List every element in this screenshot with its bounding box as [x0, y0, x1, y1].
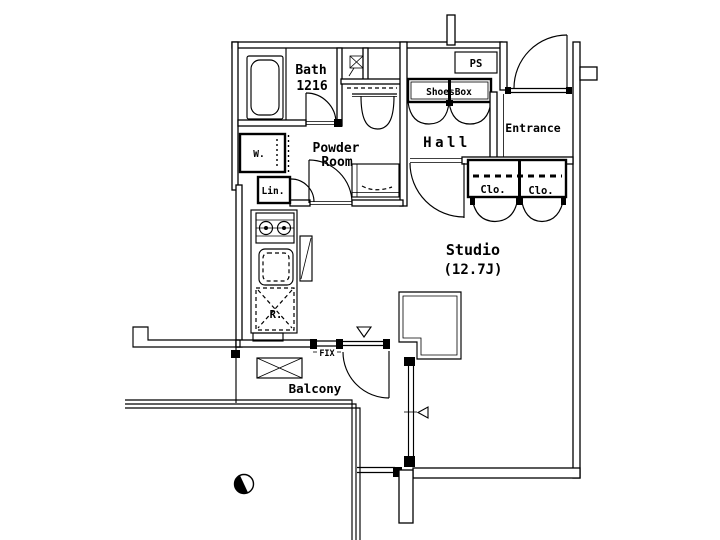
shoesbox-door-arc [448, 101, 492, 125]
closet-door-arc [471, 196, 519, 223]
window-cap [383, 339, 390, 349]
shoesbox-door-arc [407, 101, 450, 125]
wall-right [572, 41, 581, 479]
sill-cap [505, 87, 511, 94]
linen-door-arc [290, 178, 315, 203]
shoesbox-label: ShoesBox [426, 87, 472, 98]
powder-label-1: Powder [313, 141, 360, 156]
wall-left-upper [231, 41, 239, 191]
burner [276, 220, 292, 236]
compass-needle [234, 475, 249, 494]
door-jamb [334, 119, 342, 127]
linen-box [256, 175, 292, 205]
triangle-left-marker [416, 406, 429, 419]
bath-bottom-wall [237, 119, 307, 127]
hall-entrance: PS ShoesBox Hall Entrance [406, 51, 574, 165]
fridge-space [255, 287, 295, 331]
window-cap [404, 357, 415, 366]
south-windows: FIX [310, 339, 390, 399]
studio-door-arc [409, 162, 465, 218]
balcony-divider-wall [398, 469, 414, 524]
powder-bottom-wall [289, 199, 311, 207]
wall-top [231, 41, 503, 49]
compass [233, 473, 255, 495]
window-cap [404, 456, 415, 467]
window-cap [310, 339, 317, 349]
bathtub-inner [250, 59, 280, 116]
hall-entrance-wall [489, 91, 498, 161]
washer-label: W. [253, 149, 264, 160]
ps-label: PS [470, 58, 483, 70]
balcony-label: Balcony [289, 381, 342, 396]
balcony: Balcony [125, 326, 414, 540]
laundry-area: W. Lin. [238, 132, 315, 205]
powder-door-arc [308, 159, 353, 204]
window-cap [336, 339, 343, 349]
entrance-door [505, 34, 572, 94]
balcony-left-wall [132, 326, 241, 348]
closet-door-arc [520, 196, 565, 223]
sink [258, 248, 294, 286]
studio-size-label: (12.7J) [443, 262, 502, 278]
room-bath: Bath 1216 [237, 47, 343, 127]
entrance-label: Entrance [505, 121, 560, 135]
meter-box-wall [362, 47, 369, 83]
bath-label: Bath [295, 63, 326, 78]
fix-label: FIX [319, 349, 334, 359]
powder-hall-wall [399, 41, 408, 207]
closet-left-label: Clo. [480, 184, 505, 196]
balcony-railing [125, 403, 357, 540]
bath-right-wall [336, 47, 343, 127]
wall-entry-left [499, 41, 508, 91]
outer-walls [231, 14, 598, 479]
vanity [351, 163, 400, 198]
fridge-label: R. [270, 309, 283, 321]
linen-label: Lin. [262, 186, 285, 197]
balcony-railing [125, 407, 361, 540]
wall-right-tab [579, 66, 598, 81]
ps-box [454, 51, 498, 74]
sill-cap [566, 87, 572, 94]
powder-label-2: Room [321, 155, 352, 170]
closets: Clo. Clo. [466, 158, 568, 223]
room-studio: Studio (12.7J) [355, 162, 503, 467]
toilet-bowl [360, 95, 395, 130]
kitchen: R. [250, 209, 313, 342]
alcove-wall-inner [402, 295, 458, 356]
sink-inner [262, 252, 290, 282]
balcony-door-arc [342, 351, 390, 399]
balcony-railing [125, 399, 353, 540]
powder-bottom-wall [351, 199, 404, 207]
tall-cabinet [299, 235, 313, 282]
wall-left-lower [235, 184, 243, 348]
counter-end [252, 332, 284, 342]
meter-icon [349, 55, 364, 69]
burner [258, 220, 274, 236]
closet-right-label: Clo. [528, 185, 553, 197]
ac-unit-box [256, 357, 303, 379]
entrance-door-arc [513, 34, 568, 89]
bathtub [246, 55, 284, 120]
powder-top-wall [340, 78, 404, 85]
room-powder: Powder Room [289, 41, 408, 207]
alcove-wall-outer [398, 291, 462, 360]
studio-label: Studio [446, 241, 500, 259]
hall-label: Hall [423, 135, 471, 151]
triangle-down-marker [355, 326, 373, 338]
meter-box [348, 47, 369, 83]
bath-door-arc [305, 92, 337, 124]
bath-size-label: 1216 [296, 79, 327, 94]
wall-bottom-studio [412, 467, 581, 479]
wall-stub-top [446, 14, 456, 46]
